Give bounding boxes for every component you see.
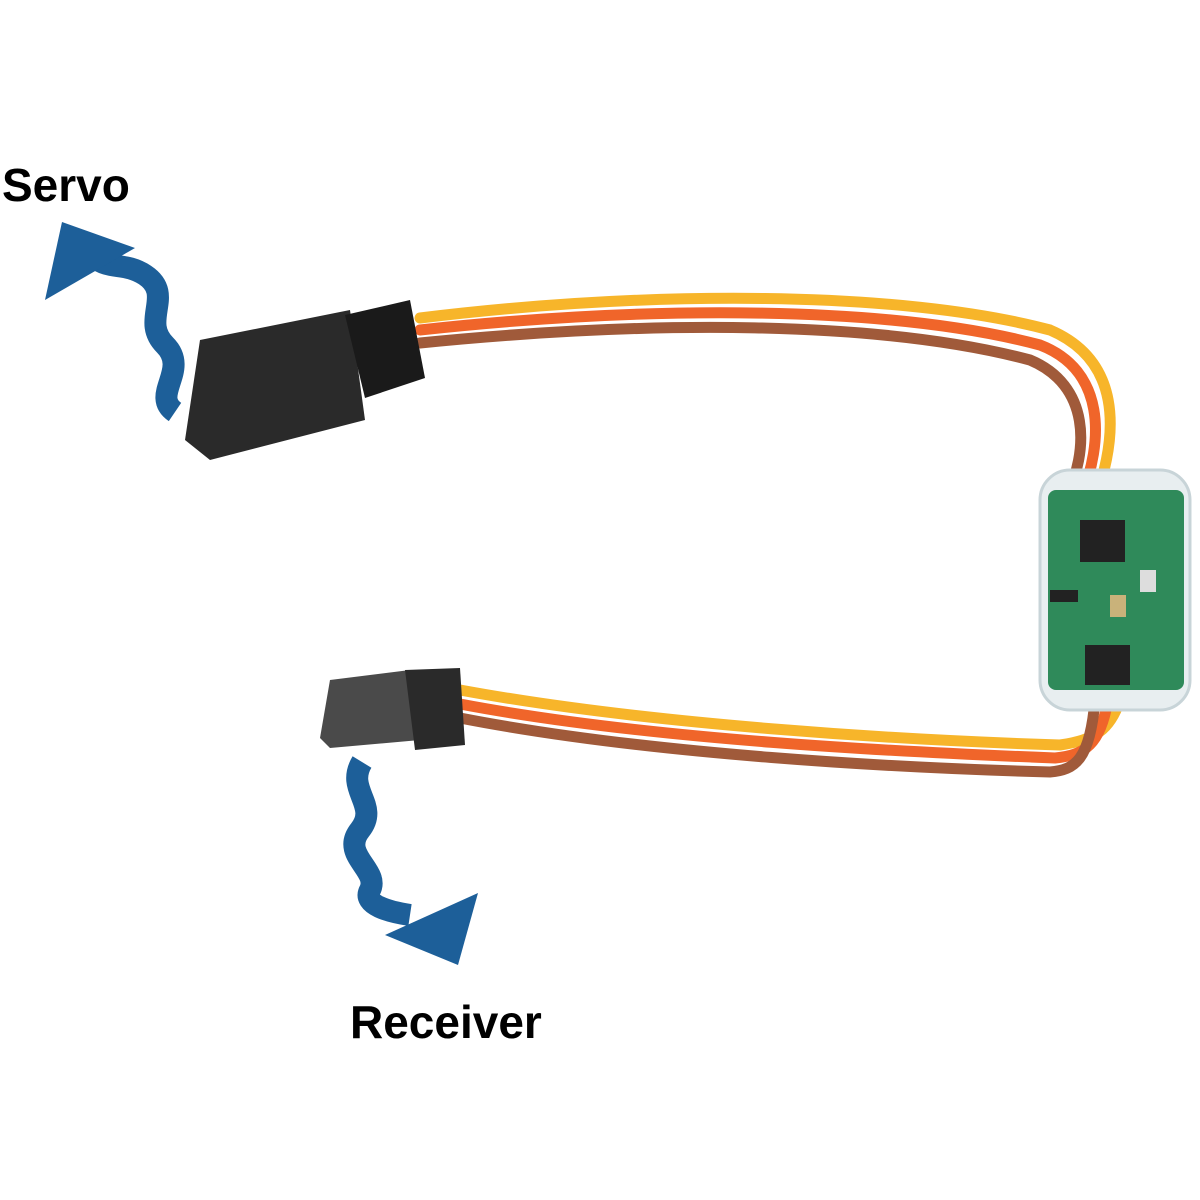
- servo-label: Servo: [2, 159, 130, 211]
- servo-arrow-icon: [45, 222, 185, 422]
- receiver-arrow-icon: [343, 756, 478, 965]
- receiver-connector: [320, 668, 465, 750]
- circuit-board: [1038, 468, 1192, 712]
- wire-bundle: [414, 292, 1126, 778]
- servo-connector: [185, 300, 425, 460]
- receiver-label: Receiver: [350, 996, 542, 1048]
